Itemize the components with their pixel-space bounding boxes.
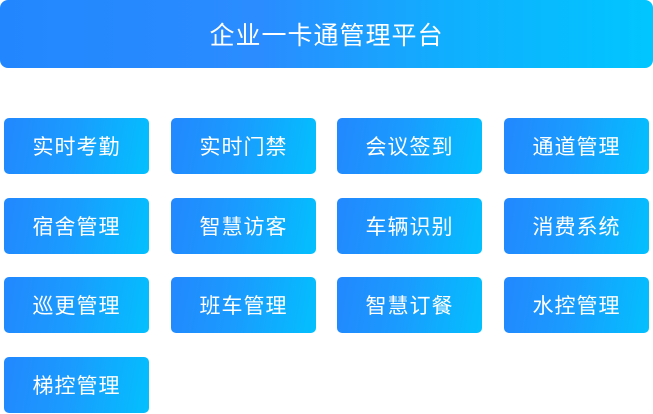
module-button-meal-ordering[interactable]: 智慧订餐 <box>337 277 482 333</box>
page-title-banner: 企业一卡通管理平台 <box>0 0 653 68</box>
module-label: 会议签到 <box>365 135 454 159</box>
module-button-attendance[interactable]: 实时考勤 <box>4 118 149 174</box>
module-label: 智慧访客 <box>199 215 288 239</box>
module-label: 水控管理 <box>532 294 621 318</box>
module-button-dormitory[interactable]: 宿舍管理 <box>4 198 149 254</box>
module-button-shuttle-bus[interactable]: 班车管理 <box>171 277 316 333</box>
module-label: 实时门禁 <box>199 135 288 159</box>
page-title: 企业一卡通管理平台 <box>209 21 444 50</box>
module-button-vehicle-recognition[interactable]: 车辆识别 <box>337 198 482 254</box>
module-label: 通道管理 <box>532 135 621 159</box>
module-button-consumption[interactable]: 消费系统 <box>504 198 649 254</box>
module-label: 实时考勤 <box>32 135 121 159</box>
module-label: 车辆识别 <box>365 215 454 239</box>
module-label: 宿舍管理 <box>32 215 121 239</box>
module-button-water-control[interactable]: 水控管理 <box>504 277 649 333</box>
module-label: 班车管理 <box>199 294 288 318</box>
module-label: 梯控管理 <box>32 374 121 398</box>
module-button-elevator-control[interactable]: 梯控管理 <box>4 357 149 413</box>
module-button-visitor[interactable]: 智慧访客 <box>171 198 316 254</box>
module-button-access-control[interactable]: 实时门禁 <box>171 118 316 174</box>
module-label: 消费系统 <box>532 215 621 239</box>
module-label: 巡更管理 <box>32 294 121 318</box>
module-button-channel-management[interactable]: 通道管理 <box>504 118 649 174</box>
module-label: 智慧订餐 <box>365 294 454 318</box>
module-button-meeting-signin[interactable]: 会议签到 <box>337 118 482 174</box>
module-button-patrol[interactable]: 巡更管理 <box>4 277 149 333</box>
